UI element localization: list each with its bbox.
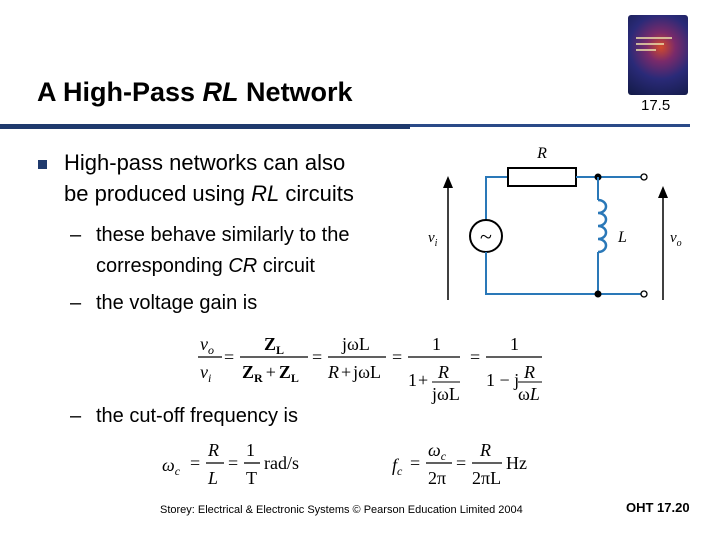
sub-bullet-1-dash: – <box>70 224 82 246</box>
eq1-one-minus-j: 1 − j <box>486 370 519 390</box>
title-text-end: Network <box>238 77 353 107</box>
eq2-unit: rad/s <box>264 453 299 473</box>
title-rule-light <box>410 124 690 127</box>
eq1-equals-3: = <box>392 347 402 367</box>
terminal-bottom <box>640 290 648 298</box>
sub-bullet-3-text: the cut-off frequency is <box>96 405 298 427</box>
eq3-equals-2: = <box>456 453 466 473</box>
eq2-equals-2: = <box>228 453 238 473</box>
node-bottom <box>594 290 602 298</box>
title-emphasis: RL <box>202 77 239 107</box>
output-voltage-label: vo <box>670 230 682 249</box>
eq1-equals-2: = <box>312 347 322 367</box>
voltage-gain-equation: vo vi = ZL ZR+ZL = jωL R+jωL = 1 1+ R jω… <box>198 334 542 404</box>
eq2-l: L <box>207 468 218 488</box>
eq2-t: T <box>246 468 257 488</box>
eq1-jwl-num: jωL <box>341 334 370 354</box>
eq3-unit: Hz <box>506 453 527 473</box>
output-arrowhead <box>658 186 668 198</box>
eq3-equals-1: = <box>410 453 420 473</box>
eq1-zr-den: ZR+ZL <box>242 362 299 385</box>
eq3-omega-c: ωc <box>428 440 447 463</box>
eq2-one: 1 <box>246 440 255 460</box>
eq2-omega-c: ωc <box>162 455 181 478</box>
footer-credit: Storey: Electrical & Electronic Systems … <box>160 504 523 516</box>
sub-bullet-1-line-2: corresponding CR circuit <box>96 255 315 277</box>
wire-bottom <box>485 252 642 295</box>
sub-bullet-1-line-1: these behave similarly to the <box>96 224 350 246</box>
eq1-r-small: R <box>437 362 449 382</box>
wire-top-left <box>485 176 508 220</box>
eq2-equals-1: = <box>190 453 200 473</box>
eq1-one-num-b: 1 <box>510 334 519 354</box>
eq2-r: R <box>207 440 219 460</box>
bullet-1-line-1: High-pass networks can also <box>64 150 346 175</box>
eq1-one-plus: 1+ <box>408 370 428 390</box>
title-rule-dark <box>0 124 410 129</box>
eq1-r-small-2: R <box>523 362 535 382</box>
eq3-fc: fc <box>392 455 403 478</box>
input-arrowhead <box>443 176 453 188</box>
sub-bullet-3-dash: – <box>70 405 82 427</box>
eq1-equals-1: = <box>224 347 234 367</box>
eq3-two-pi: 2π <box>428 468 446 488</box>
eq1-jwl-small: jωL <box>431 384 460 404</box>
slide-number: 17.5 <box>641 97 671 114</box>
cutoff-omega-equation: ωc = R L = 1 T rad/s <box>162 440 299 488</box>
eq3-two-pi-l: 2πL <box>472 468 501 488</box>
ac-source-symbol: ~ <box>480 224 492 249</box>
eq1-vi: vi <box>200 362 211 385</box>
eq1-vo: vo <box>200 334 214 357</box>
eq1-equals-4: = <box>470 347 480 367</box>
inductor-label: L <box>617 229 627 246</box>
eq3-r: R <box>479 440 491 460</box>
bullet-marker <box>38 160 47 169</box>
sub-bullet-2-dash: – <box>70 292 82 314</box>
terminal-top <box>640 173 648 181</box>
inductor <box>597 198 608 254</box>
title-text: A High-Pass <box>37 77 203 107</box>
eq1-zl-num: ZL <box>264 334 284 357</box>
eq1-wl-small: ωL <box>518 384 540 404</box>
eq1-r-plus-jwl: R+jωL <box>327 362 381 382</box>
input-voltage-label: vi <box>428 230 438 249</box>
book-cover-thumbnail <box>628 15 688 95</box>
rl-circuit-diagram: ~ R L vi vo <box>428 145 682 300</box>
sub-bullet-2-text: the voltage gain is <box>96 292 258 314</box>
eq1-one-num-a: 1 <box>432 334 441 354</box>
cutoff-f-equation: fc = ωc 2π = R 2πL Hz <box>392 440 527 488</box>
slide-title: A High-Pass RL Network <box>37 77 353 108</box>
resistor <box>507 167 577 187</box>
footer-oht-number: OHT 17.20 <box>626 500 690 515</box>
bullet-1-line-2: be produced using RL circuits <box>64 181 354 206</box>
resistor-label: R <box>536 145 547 162</box>
title-rule <box>0 124 690 129</box>
